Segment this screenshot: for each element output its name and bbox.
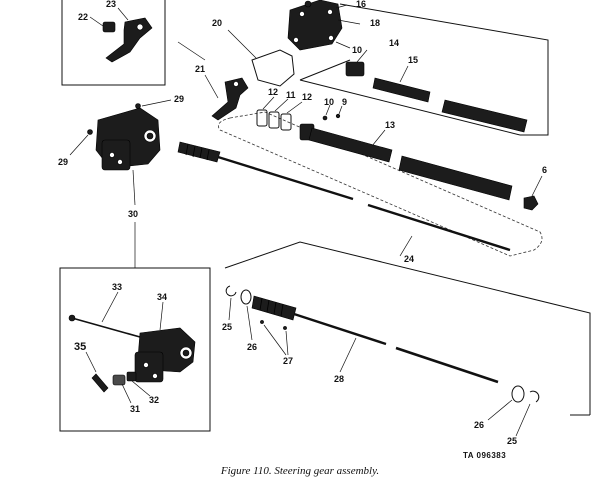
callout-27: 27 [283, 356, 293, 366]
lever-21 [177, 41, 249, 121]
callout-30: 30 [128, 209, 138, 219]
figure-tag: TA 096383 [463, 451, 507, 460]
callout-12-right: 12 [302, 92, 312, 102]
screws-9-10 [322, 104, 343, 121]
cover-plate-assembly [227, 0, 361, 87]
callout-26-right: 26 [474, 420, 484, 430]
worm-shaft-upper [177, 141, 511, 257]
lower-shaft-assembly [225, 285, 540, 437]
gear-housing [69, 99, 172, 171]
callout-35: 35 [74, 341, 86, 353]
callout-22: 22 [78, 12, 88, 22]
callout-31: 31 [130, 404, 140, 414]
leader-30-up [132, 169, 136, 206]
callout-25-left: 25 [222, 322, 232, 332]
callout-24: 24 [404, 254, 414, 264]
callout-33: 33 [112, 282, 122, 292]
inset-shift-lever-detail [61, 0, 166, 86]
callout-9: 9 [342, 97, 347, 107]
assembly-outline [217, 3, 591, 416]
callout-10-mid: 10 [324, 97, 334, 107]
bushing-14 [345, 49, 368, 77]
callout-28: 28 [334, 374, 344, 384]
gaskets-11-12 [256, 96, 303, 131]
callout-23: 23 [106, 0, 116, 9]
callout-12-left: 12 [268, 87, 278, 97]
callout-26-left: 26 [247, 342, 257, 352]
callout-25-right: 25 [507, 436, 517, 446]
callout-29-top: 29 [174, 94, 184, 104]
callout-15: 15 [408, 55, 418, 65]
callout-32: 32 [149, 395, 159, 405]
callout-16: 16 [356, 0, 366, 9]
callout-6: 6 [542, 165, 547, 175]
tubes-15 [372, 65, 528, 133]
callout-13: 13 [385, 120, 395, 130]
callout-14: 14 [389, 38, 399, 48]
callout-10-top: 10 [352, 45, 362, 55]
tube-13 [299, 123, 513, 201]
callout-20: 20 [212, 18, 222, 28]
callout-34: 34 [157, 292, 167, 302]
nut-6 [523, 175, 543, 211]
callout-labels: 22 23 16 18 10 14 15 20 21 29 29 12 11 1… [58, 0, 547, 446]
figure-caption: Figure 110. Steering gear assembly. [220, 465, 380, 477]
callout-29-left: 29 [58, 157, 68, 167]
callout-11: 11 [286, 90, 296, 100]
callout-21: 21 [195, 64, 205, 74]
callout-18: 18 [370, 18, 380, 28]
